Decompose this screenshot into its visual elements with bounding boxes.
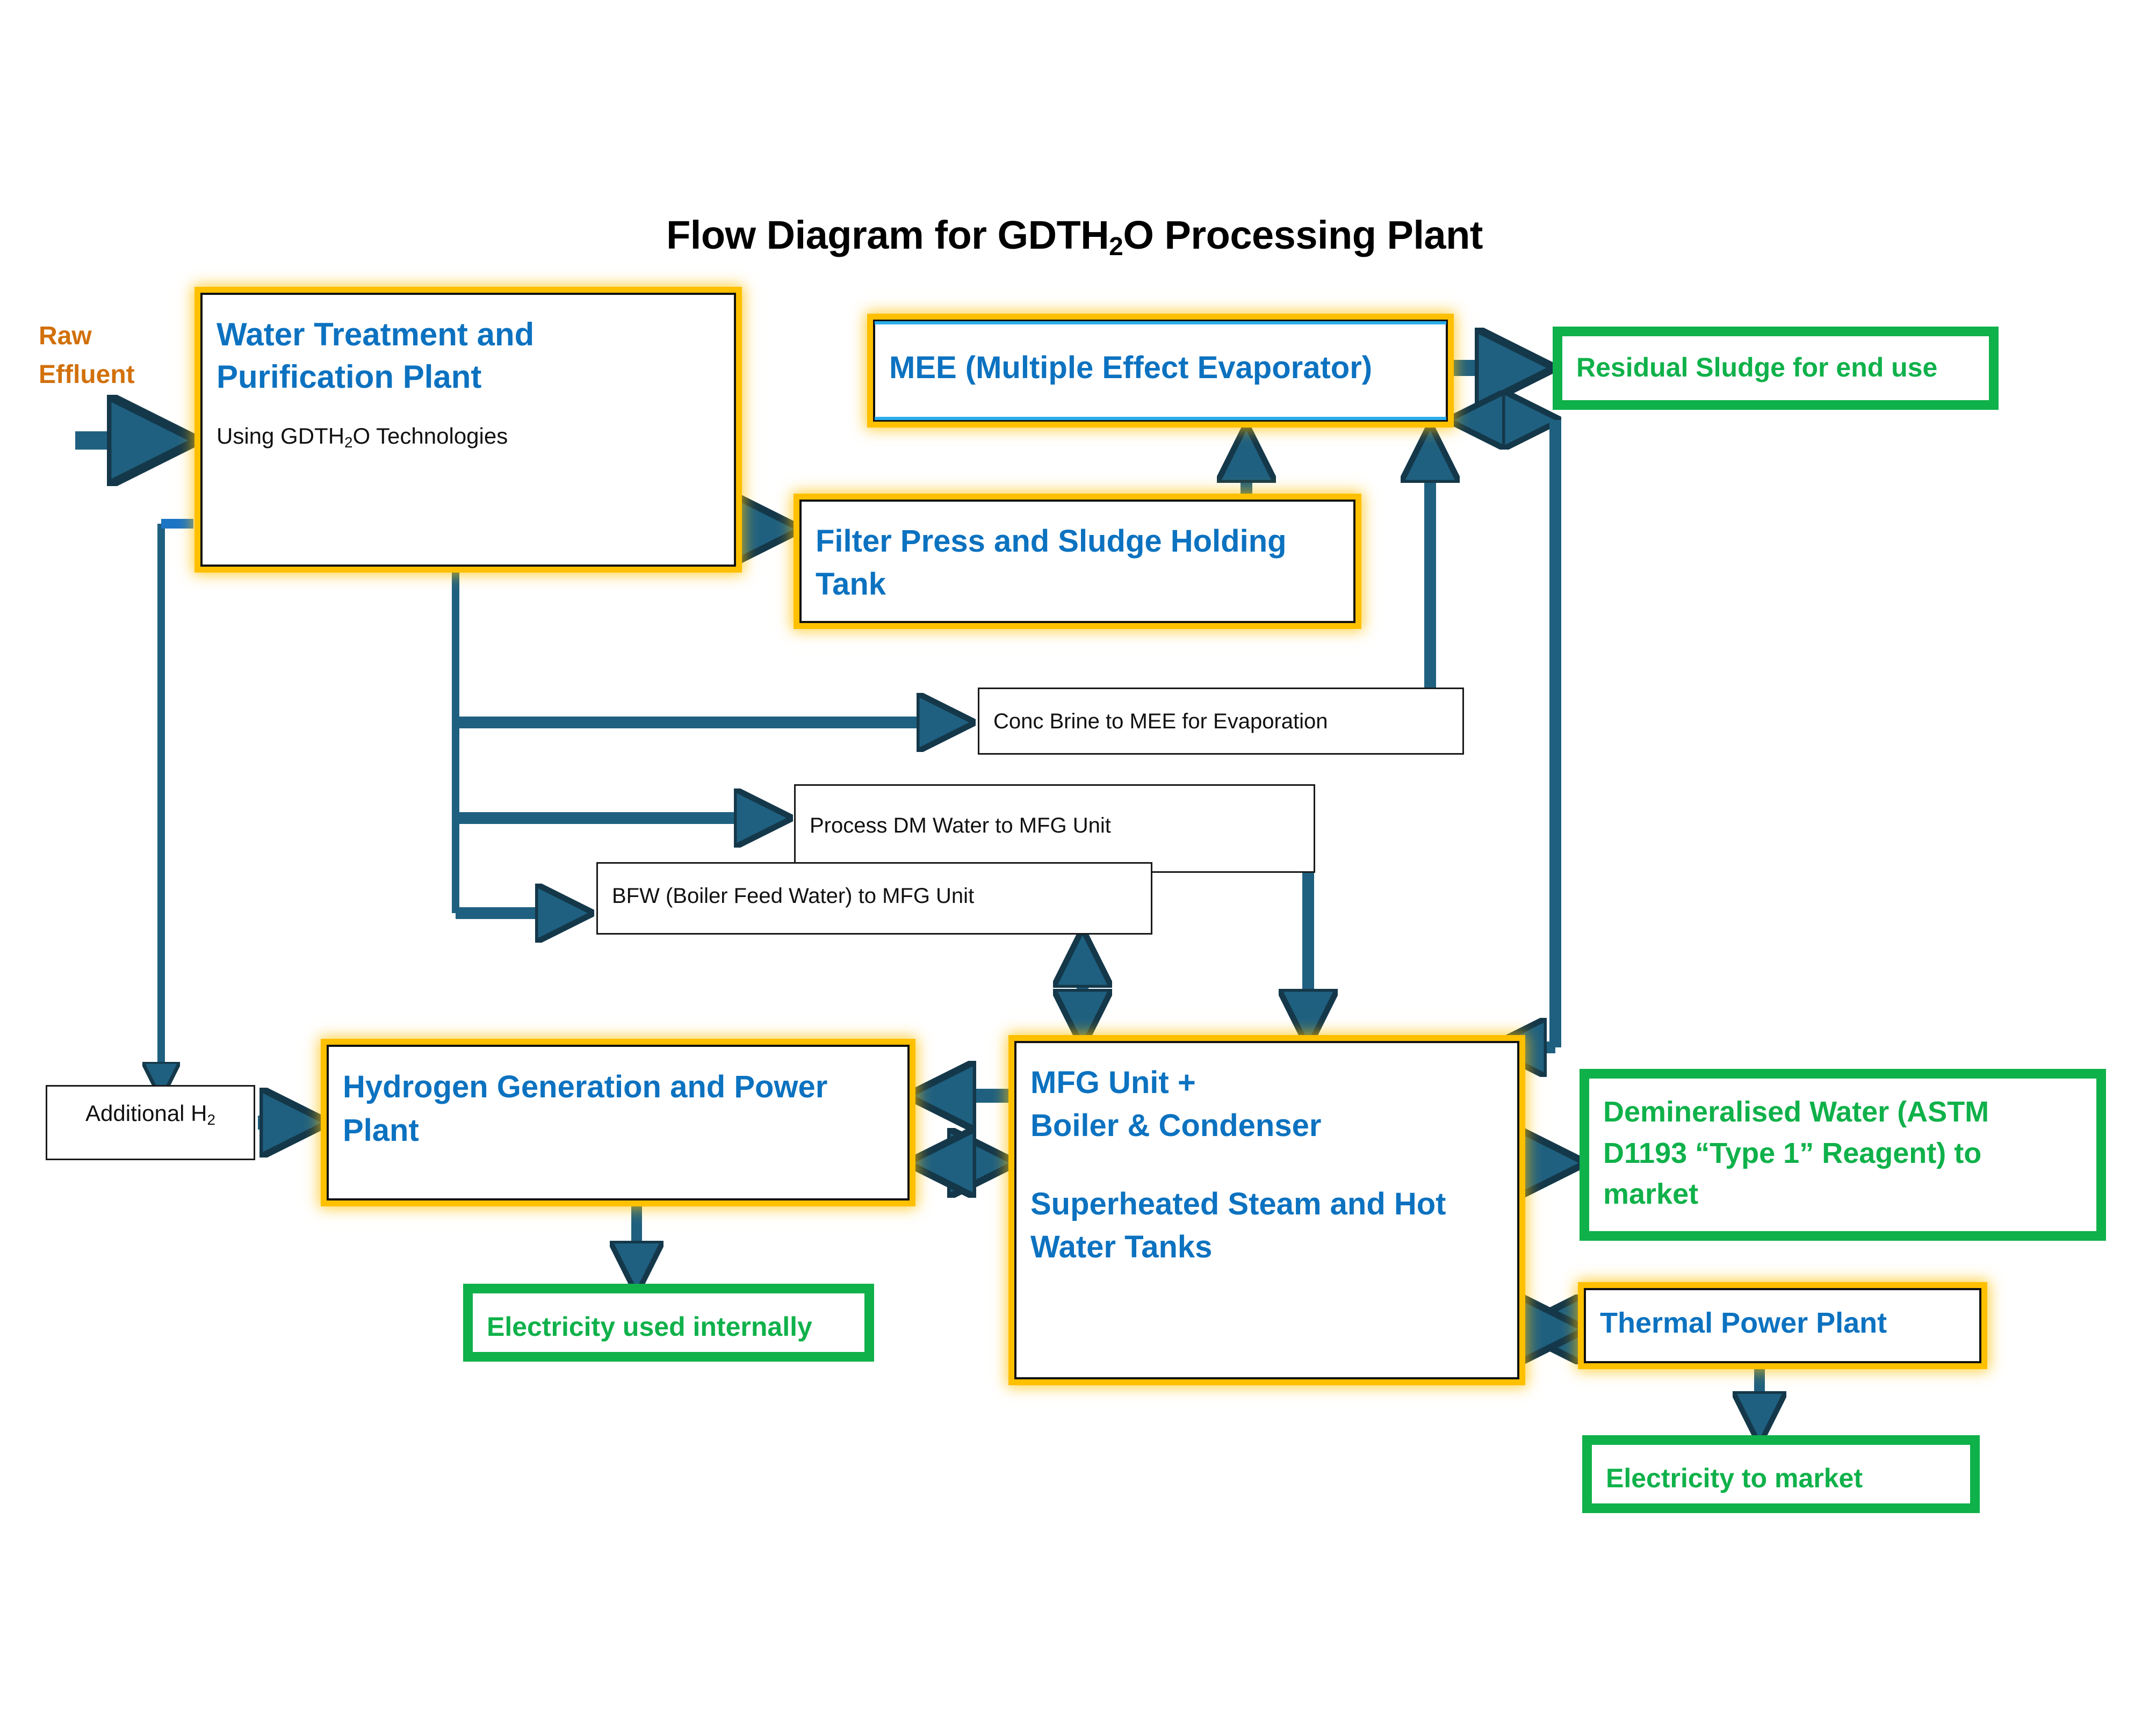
hydrogen-plant-line1: Hydrogen Generation and Power — [343, 1069, 828, 1104]
residual-sludge-label: Residual Sludge for end use — [1576, 352, 1938, 382]
hydrogen-plant-label: Hydrogen Generation and Power Plant — [329, 1065, 907, 1152]
box-residual-sludge[interactable]: Residual Sludge for end use — [1553, 327, 1999, 410]
electricity-market-label: Electricity to market — [1606, 1463, 1863, 1493]
electricity-internal-label: Electricity used internally — [487, 1312, 812, 1342]
water-treatment-subtitle-prefix: Using GDTH — [217, 423, 345, 449]
mfg-unit-steam-label: Superheated Steam and Hot Water Tanks — [1016, 1183, 1517, 1269]
box-electricity-used-internally[interactable]: Electricity used internally — [463, 1284, 874, 1362]
hydrogen-plant-line2: Plant — [343, 1113, 419, 1148]
page-title-prefix: Flow Diagram for GDTH — [666, 213, 1109, 257]
additional-h2-label: Additional H2 — [47, 1101, 254, 1128]
box-bfw[interactable]: BFW (Boiler Feed Water) to MFG Unit — [596, 862, 1152, 935]
mfg-unit-line2: Boiler & Condenser — [1030, 1108, 1322, 1144]
mfg-unit-line1: MFG Unit + — [1030, 1065, 1196, 1100]
filter-press-line1: Filter Press and Sludge Holding — [816, 524, 1287, 559]
filter-press-label: Filter Press and Sludge Holding Tank — [802, 520, 1353, 606]
demineralised-water-label: Demineralised Water (ASTM D1193 “Type 1”… — [1589, 1091, 2096, 1215]
mfg-unit-label: MFG Unit + Boiler & Condenser — [1016, 1061, 1517, 1147]
page-title: Flow Diagram for GDTH2O Processing Plant — [0, 212, 2149, 261]
box-hydrogen-generation-plant[interactable]: Hydrogen Generation and Power Plant — [327, 1045, 910, 1200]
water-treatment-subtitle-subscript: 2 — [344, 433, 353, 451]
box-demineralised-water[interactable]: Demineralised Water (ASTM D1193 “Type 1”… — [1580, 1069, 2106, 1241]
mee-label: MEE (Multiple Effect Evaporator) — [889, 350, 1373, 385]
conc-brine-label: Conc Brine to MEE for Evaporation — [993, 710, 1328, 733]
additional-h2-subscript: 2 — [207, 1111, 215, 1128]
water-treatment-subtitle: Using GDTH2O Technologies — [203, 422, 734, 451]
box-thermal-power-plant[interactable]: Thermal Power Plant — [1584, 1288, 1981, 1363]
thermal-power-plant-label: Thermal Power Plant — [1600, 1307, 1887, 1339]
box-mee[interactable]: MEE (Multiple Effect Evaporator) — [873, 320, 1448, 422]
raw-effluent-label: Raw Effluent — [39, 317, 200, 394]
demineralised-water-line1: Demineralised Water (ASTM — [1603, 1096, 1989, 1128]
demineralised-water-line3: market — [1603, 1178, 1699, 1211]
water-treatment-title-line1: Water Treatment and — [217, 316, 535, 352]
water-treatment-title-line2: Purification Plant — [217, 359, 482, 395]
filter-press-line2: Tank — [816, 567, 886, 602]
mfg-unit-line3: Superheated Steam and Hot — [1030, 1187, 1446, 1221]
box-filter-press[interactable]: Filter Press and Sludge Holding Tank — [799, 500, 1355, 623]
page-title-subscript: 2 — [1109, 233, 1123, 261]
water-treatment-title: Water Treatment and Purification Plant — [203, 313, 734, 398]
box-process-dm-water[interactable]: Process DM Water to MFG Unit — [794, 784, 1315, 873]
raw-effluent-line1: Raw — [39, 322, 92, 350]
raw-effluent-line2: Effluent — [39, 360, 135, 389]
page-title-suffix: O Processing Plant — [1123, 213, 1483, 257]
water-treatment-subtitle-suffix: O Technologies — [352, 423, 508, 449]
box-mfg-unit[interactable]: MFG Unit + Boiler & Condenser Superheate… — [1014, 1041, 1519, 1379]
mfg-unit-line4: Water Tanks — [1030, 1229, 1213, 1265]
box-conc-brine[interactable]: Conc Brine to MEE for Evaporation — [978, 688, 1464, 755]
demineralised-water-line2: D1193 “Type 1” Reagent) to — [1603, 1137, 1982, 1169]
box-electricity-to-market[interactable]: Electricity to market — [1582, 1435, 1980, 1513]
bfw-label: BFW (Boiler Feed Water) to MFG Unit — [612, 884, 975, 908]
process-dm-water-label: Process DM Water to MFG Unit — [810, 814, 1111, 837]
box-additional-h2[interactable]: Additional H2 — [46, 1085, 255, 1160]
additional-h2-prefix: Additional H — [85, 1101, 207, 1126]
box-water-treatment-plant[interactable]: Water Treatment and Purification Plant U… — [200, 293, 736, 567]
